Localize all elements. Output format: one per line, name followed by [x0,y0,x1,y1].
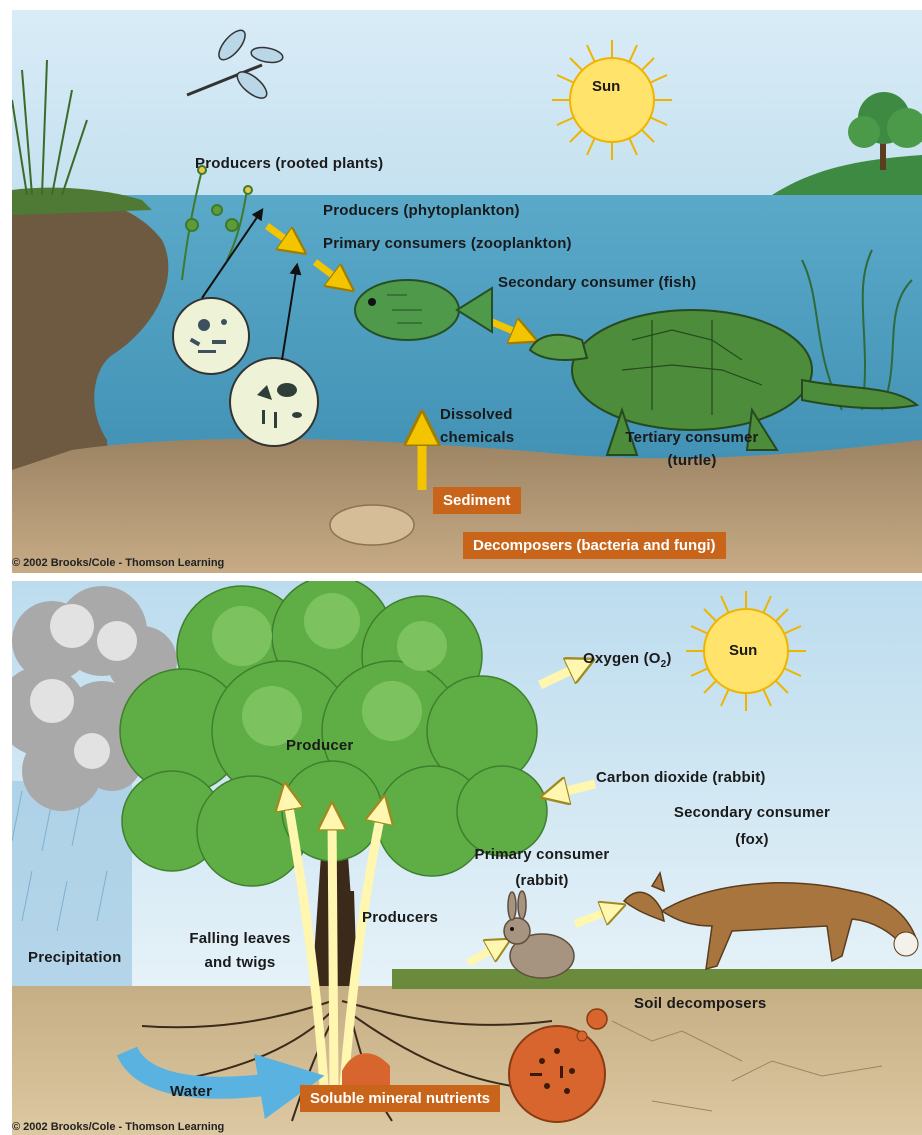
zooplankton-circle [230,358,318,446]
aquatic-ecosystem-panel: Sun Producers (rooted plants) Producers … [12,10,922,573]
label-tertiary-line1: Tertiary consumer [602,430,782,447]
label-precipitation: Precipitation [28,950,121,967]
label-dissolved-line2: chemicals [440,430,514,447]
label-zooplankton: Primary consumers (zooplankton) [323,236,572,253]
label-primary-consumer-line2: (rabbit) [452,873,632,890]
label-water: Water [170,1084,212,1101]
label-soil-decomposers: Soil decomposers [634,996,766,1013]
terrestrial-ecosystem-panel: Sun Oxygen (O2) Producer Carbon dioxide … [12,581,922,1135]
terrestrial-sun-label: Sun [729,642,757,659]
label-rooted-plants: Producers (rooted plants) [195,156,383,173]
label-oxygen: Oxygen (O2) [583,651,672,670]
sediment-box: Sediment [433,487,521,514]
label-tertiary-line2: (turtle) [602,453,782,470]
grass-strip [392,969,922,989]
sediment-stone [330,505,414,545]
label-carbon-dioxide: Carbon dioxide (rabbit) [596,770,766,787]
sun-icon [552,40,672,160]
label-falling-leaves-line1: Falling leaves [165,931,315,948]
label-producer: Producer [286,738,353,755]
aquatic-copyright: © 2002 Brooks/Cole - Thomson Learning [12,557,224,569]
label-falling-leaves-line2: and twigs [165,955,315,972]
label-primary-consumer-line1: Primary consumer [452,847,632,864]
terrestrial-copyright: © 2002 Brooks/Cole - Thomson Learning [12,1121,224,1133]
label-phytoplankton: Producers (phytoplankton) [323,203,520,220]
decomposers-box: Decomposers (bacteria and fungi) [463,532,726,559]
aquatic-sun-label: Sun [592,78,620,95]
label-fish: Secondary consumer (fish) [498,275,696,292]
soluble-nutrients-box: Soluble mineral nutrients [300,1085,500,1112]
label-secondary-consumer-line2: (fox) [632,832,872,849]
sky [12,10,922,210]
label-dissolved-line1: Dissolved [440,407,513,424]
label-producers: Producers [362,910,438,927]
phytoplankton-circle [173,298,249,374]
soil [12,986,922,1135]
label-secondary-consumer-line1: Secondary consumer [632,805,872,822]
